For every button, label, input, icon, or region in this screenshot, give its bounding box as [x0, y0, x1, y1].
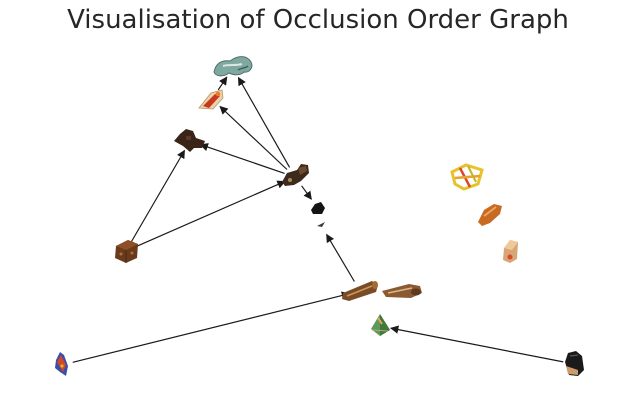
- node-dark-cross-piece: [174, 129, 205, 152]
- node-teal-sculpture: [213, 56, 253, 77]
- node-brown-box: [115, 240, 138, 263]
- edge-n2-to-n1: [217, 76, 228, 91]
- node-wooden-log: [342, 281, 378, 301]
- edge-n8-to-n6: [326, 233, 355, 282]
- edge-n11-to-n8: [72, 291, 351, 363]
- node-yellow-frame: [450, 163, 484, 191]
- node-wooden-block: [503, 240, 518, 263]
- edge-n12-to-n10: [389, 325, 564, 363]
- node-layer: [55, 56, 584, 376]
- edge-n4-to-n1: [237, 76, 291, 168]
- edge-n4-to-n3: [199, 143, 285, 174]
- node-green-wedge: [371, 314, 390, 336]
- edge-n7-to-n3: [130, 149, 186, 242]
- node-red-wood-piece: [198, 89, 224, 110]
- edge-n7-to-n4: [135, 180, 286, 248]
- edge-n4-to-n2: [219, 105, 288, 170]
- node-orange-fruit: [478, 204, 502, 226]
- node-boot-piece: [282, 164, 309, 186]
- node-wooden-log-2: [382, 284, 422, 298]
- node-red-blue-figure: [55, 352, 68, 376]
- edge-layer: [72, 76, 564, 363]
- edge-n4-to-n5: [301, 185, 312, 200]
- node-small-black-piece: [311, 202, 325, 214]
- node-black-bag: [565, 351, 584, 376]
- node-tiny-shard: [317, 222, 325, 227]
- graph-title: Visualisation of Occlusion Order Graph: [67, 5, 569, 35]
